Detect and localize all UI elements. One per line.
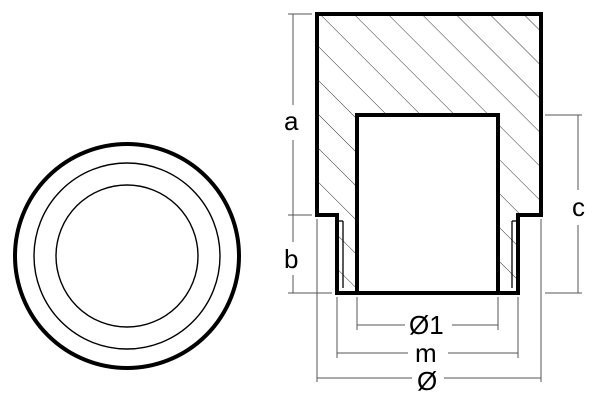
dimensions xyxy=(288,13,582,382)
end-view-middle-circle xyxy=(33,162,221,350)
section-bore-cavity xyxy=(359,117,496,291)
end-view-inner-circle xyxy=(55,184,199,328)
label-d1: Ø1 xyxy=(409,310,444,340)
label-a: a xyxy=(284,106,299,136)
end-view xyxy=(13,142,241,370)
label-m: m xyxy=(415,338,437,368)
section-view xyxy=(315,12,543,295)
label-b: b xyxy=(284,244,298,274)
section-hatched-body xyxy=(317,14,541,293)
end-view-outer-circle xyxy=(13,142,241,370)
label-c: c xyxy=(572,192,585,222)
label-d: Ø xyxy=(417,366,437,396)
